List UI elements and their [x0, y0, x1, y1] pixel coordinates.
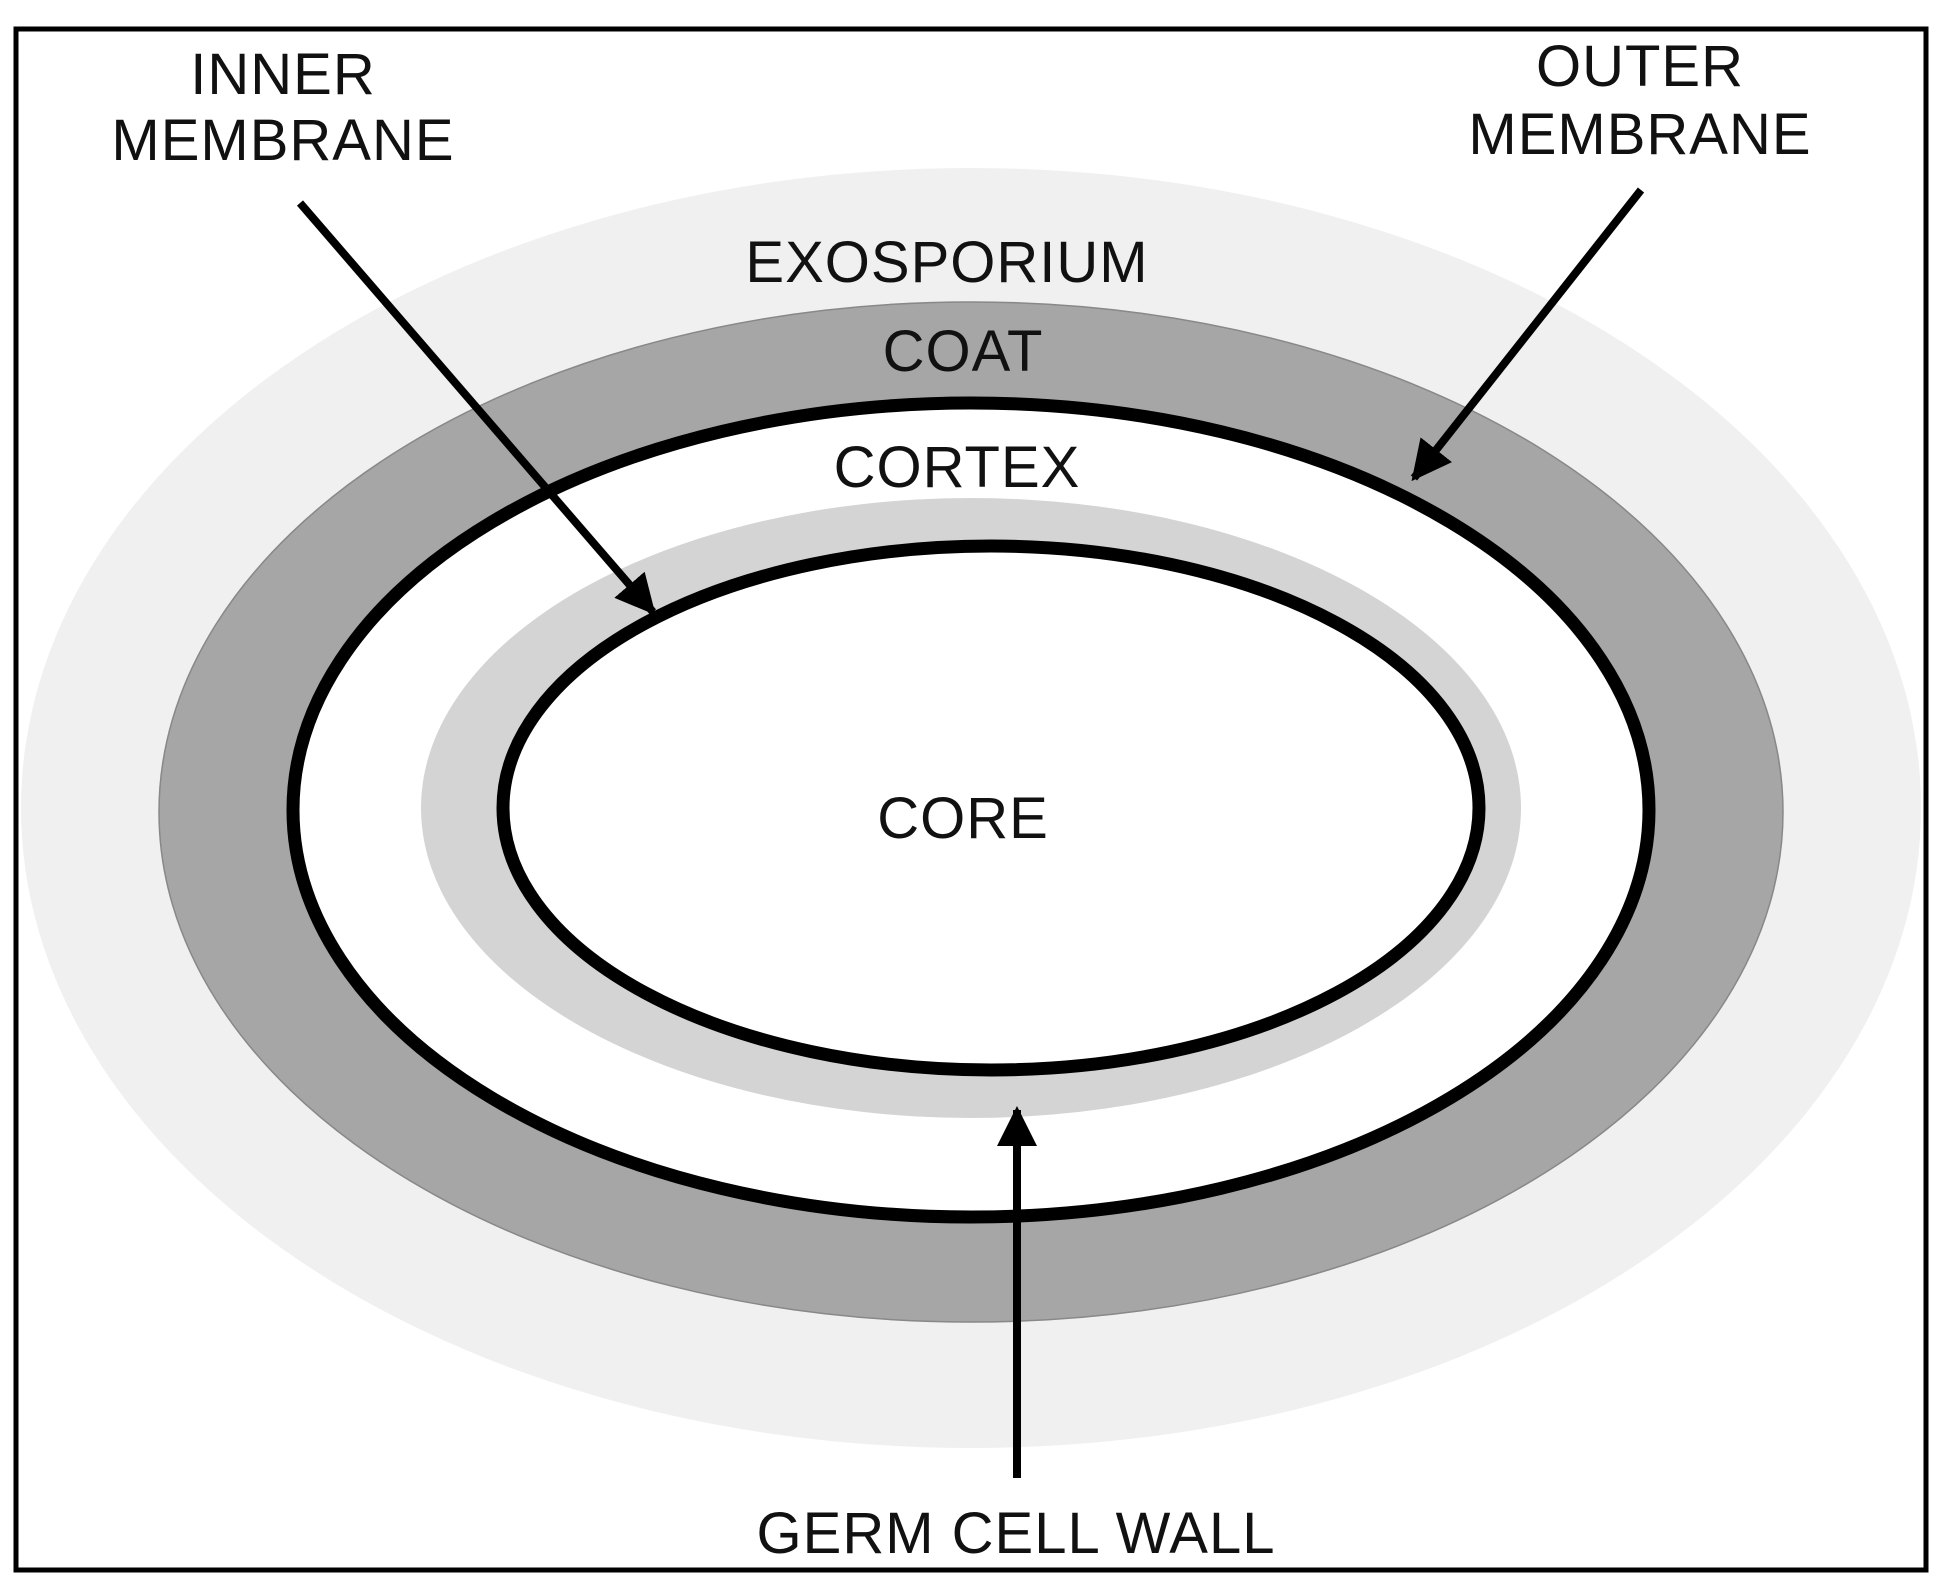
- label-outer-membrane-line1: OUTER: [1536, 34, 1744, 99]
- label-inner-membrane-line1: INNER: [190, 42, 375, 107]
- label-coat: COAT: [883, 319, 1044, 384]
- inner-membrane-core-boundary: [496, 539, 1486, 1077]
- label-outer-membrane-line2: MEMBRANE: [1468, 102, 1811, 167]
- inner-membrane-arrow: [296, 200, 657, 616]
- label-exosporium: EXOSPORIUM: [745, 230, 1148, 295]
- label-inner-membrane-line2: MEMBRANE: [111, 108, 454, 173]
- label-core: CORE: [877, 786, 1049, 851]
- outer-membrane-arrow: [1410, 187, 1645, 482]
- label-cortex: CORTEX: [834, 435, 1081, 500]
- label-germ-cell-wall: GERM CELL WALL: [757, 1501, 1276, 1566]
